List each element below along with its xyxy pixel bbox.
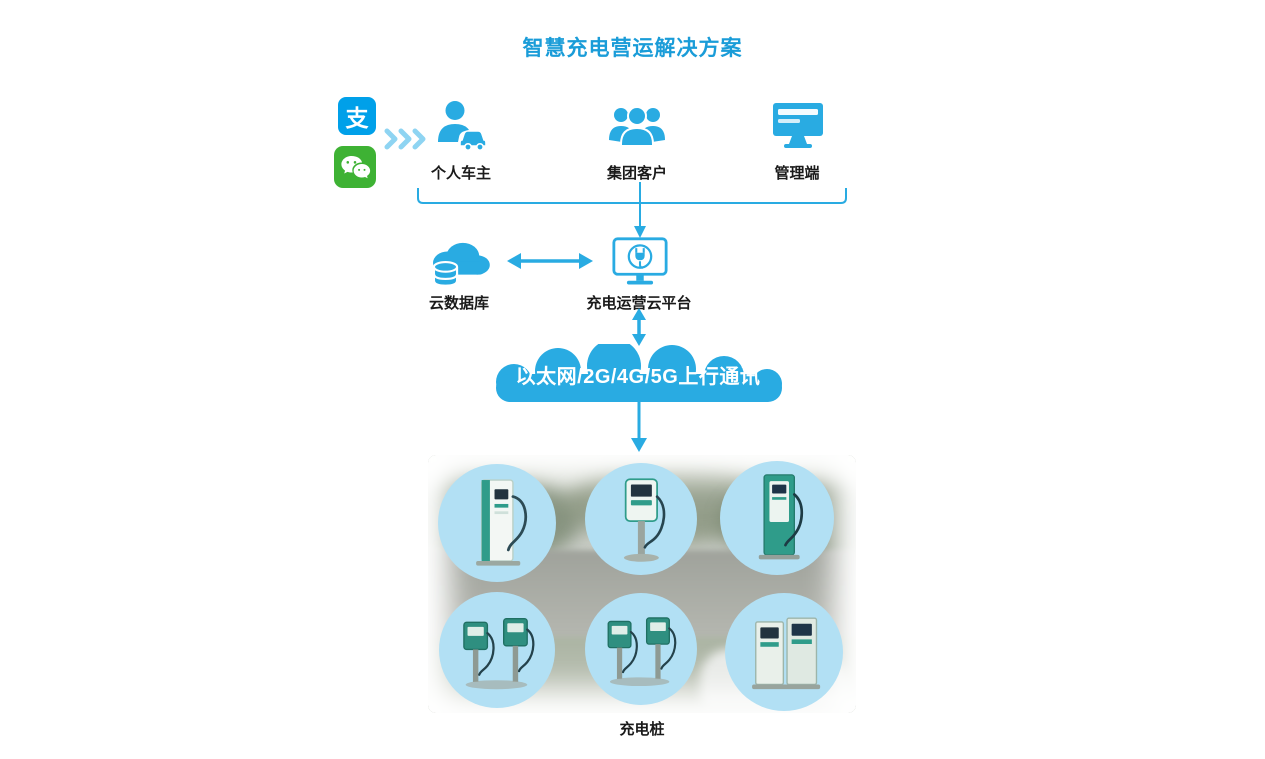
bidirectional-arrow-horizontal	[507, 253, 593, 269]
cloud-shape-icon	[496, 344, 782, 402]
chevron-arrows-icon	[384, 128, 426, 150]
charging-pile-circle-2	[585, 463, 697, 575]
alipay-icon: 支	[338, 97, 376, 135]
charging-pile-circle-3	[720, 461, 834, 575]
alipay-glyph: 支	[345, 105, 369, 131]
charging-pile-illustration-1	[475, 479, 527, 566]
charging-pile-circle-6	[725, 593, 843, 711]
bidirectional-arrow-vertical	[632, 308, 646, 346]
group-customers-icon	[609, 106, 665, 147]
charging-pile-illustration-6	[751, 617, 820, 689]
wechat-icon	[334, 146, 376, 188]
charging-pile-circle-1	[438, 464, 556, 582]
charging-pile-circle-5	[585, 593, 697, 705]
page-title: 智慧充电营运解决方案	[522, 37, 743, 60]
cloud-database-icon	[432, 242, 490, 287]
group-customers-label: 集团客户	[606, 165, 667, 182]
car-owner-label: 个人车主	[430, 165, 491, 182]
charging-pile-illustration-3	[758, 473, 803, 559]
connector-bracket	[417, 182, 847, 238]
charging-pile-illustration-5	[608, 617, 677, 687]
network-cloud-banner: 以太网/2G/4G/5G上行通讯	[462, 344, 814, 406]
charging-pile-illustration-2	[624, 478, 666, 563]
charging-pile-label: 充电桩	[619, 721, 665, 738]
network-banner-label: 以太网/2G/4G/5G上行通讯	[515, 366, 761, 388]
charging-pile-illustration-4	[462, 617, 535, 689]
down-arrow	[631, 402, 647, 452]
charging-pile-circle-4	[439, 592, 555, 708]
cloud-database-label: 云数据库	[428, 295, 489, 312]
charging-cloud-platform-label: 充电运营云平台	[586, 295, 692, 312]
management-terminal-label: 管理端	[774, 165, 820, 182]
management-terminal-icon	[773, 103, 823, 148]
car-owner-icon	[438, 101, 487, 151]
charging-cloud-platform-icon	[612, 237, 668, 285]
wechat-bubbles-icon	[341, 155, 371, 179]
